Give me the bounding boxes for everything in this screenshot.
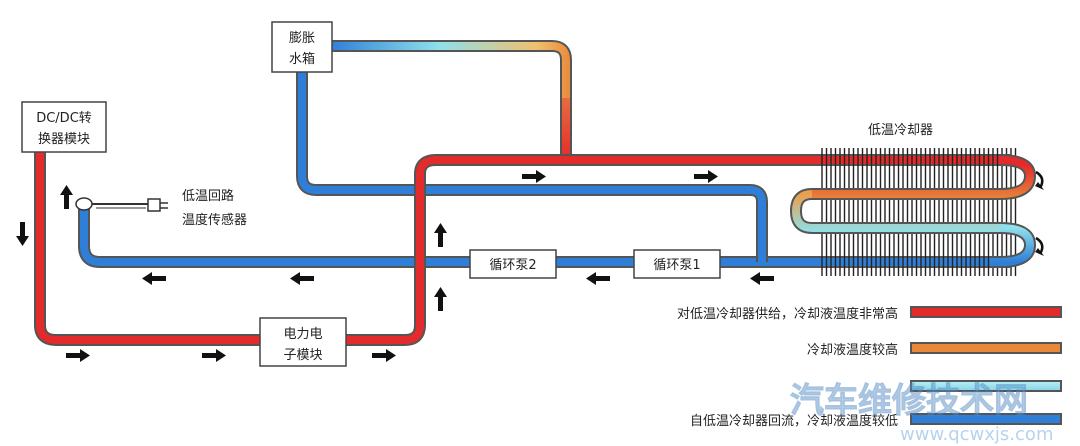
legend-swatch-cool [912, 382, 1060, 390]
watermark-logo: 汽车维修技术网 www.qcwxjs.com [790, 381, 1054, 445]
legend-swatch-cold [912, 415, 1060, 423]
legend: 对低温冷却器供给，冷却液温度非常高 冷却液温度较高 自低温冷却器回流，冷却液温度… [677, 306, 1062, 429]
legend-item-cool [910, 380, 1062, 392]
watermark-text: 汽车维修技术网 [790, 381, 1028, 421]
legend-item-very-hot: 对低温冷却器供给，冷却液温度非常高 [677, 306, 1062, 322]
pipes [34, 40, 1010, 346]
legend-swatch-very-hot [912, 308, 1060, 316]
arrow-left-icon [142, 272, 166, 285]
arrow-up-icon [60, 185, 73, 209]
low-temp-cooler: 低温冷却器 [789, 123, 1044, 276]
circulation-pump-2: 循环泵2 [469, 249, 557, 279]
circulation-pump-1: 循环泵1 [633, 249, 721, 279]
arrow-down-icon [16, 222, 29, 246]
flow-arrows [16, 170, 774, 362]
arrow-right-icon [202, 349, 226, 362]
power-label-line2: 子模块 [283, 348, 322, 363]
arrow-right-icon [522, 170, 546, 183]
tank-supply-pipe [332, 40, 572, 100]
dcdc-label-line1: DC/DC转 [36, 111, 92, 126]
legend-swatch-hot [912, 344, 1060, 352]
sensor-label-line1: 低温回路 [182, 188, 234, 204]
pump2-label: 循环泵2 [489, 258, 536, 273]
svg-text:冷却液温度较高: 冷却液温度较高 [807, 342, 898, 358]
svg-text:对低温冷却器供给，冷却液温度非常高: 对低温冷却器供给，冷却液温度非常高 [677, 306, 898, 322]
temperature-sensor: 低温回路 温度传感器 [75, 188, 247, 228]
watermark-url: www.qcwxjs.com [900, 424, 1053, 445]
power-label-line1: 电力电 [283, 327, 322, 342]
pump1-label: 循环泵1 [653, 258, 700, 273]
sensor-label-line2: 温度传感器 [182, 212, 247, 228]
svg-text:自低温冷却器回流，冷却液温度较低: 自低温冷却器回流，冷却液温度较低 [690, 413, 898, 429]
arrow-right-icon [372, 349, 396, 362]
legend-item-hot: 冷却液温度较高 [807, 342, 1062, 358]
dcdc-converter-module: DC/DC转 换器模块 [21, 101, 107, 153]
arrow-right-icon [694, 170, 718, 183]
tank-label-line1: 膨胀 [289, 31, 315, 46]
arrow-left-icon [750, 272, 774, 285]
legend-item-cold: 自低温冷却器回流，冷却液温度较低 [690, 413, 1062, 429]
dcdc-label-line2: 换器模块 [38, 132, 90, 147]
arrow-left-icon [290, 272, 314, 285]
tank-label-line2: 水箱 [289, 51, 315, 67]
arrow-up-icon [434, 287, 447, 311]
arrow-right-icon [66, 349, 90, 362]
expansion-tank: 膨胀 水箱 [271, 21, 333, 73]
arrow-up-icon [434, 223, 447, 247]
cooler-label: 低温冷却器 [868, 123, 933, 138]
arrow-left-icon [586, 272, 610, 285]
power-electronics-module: 电力电 子模块 [259, 317, 347, 367]
